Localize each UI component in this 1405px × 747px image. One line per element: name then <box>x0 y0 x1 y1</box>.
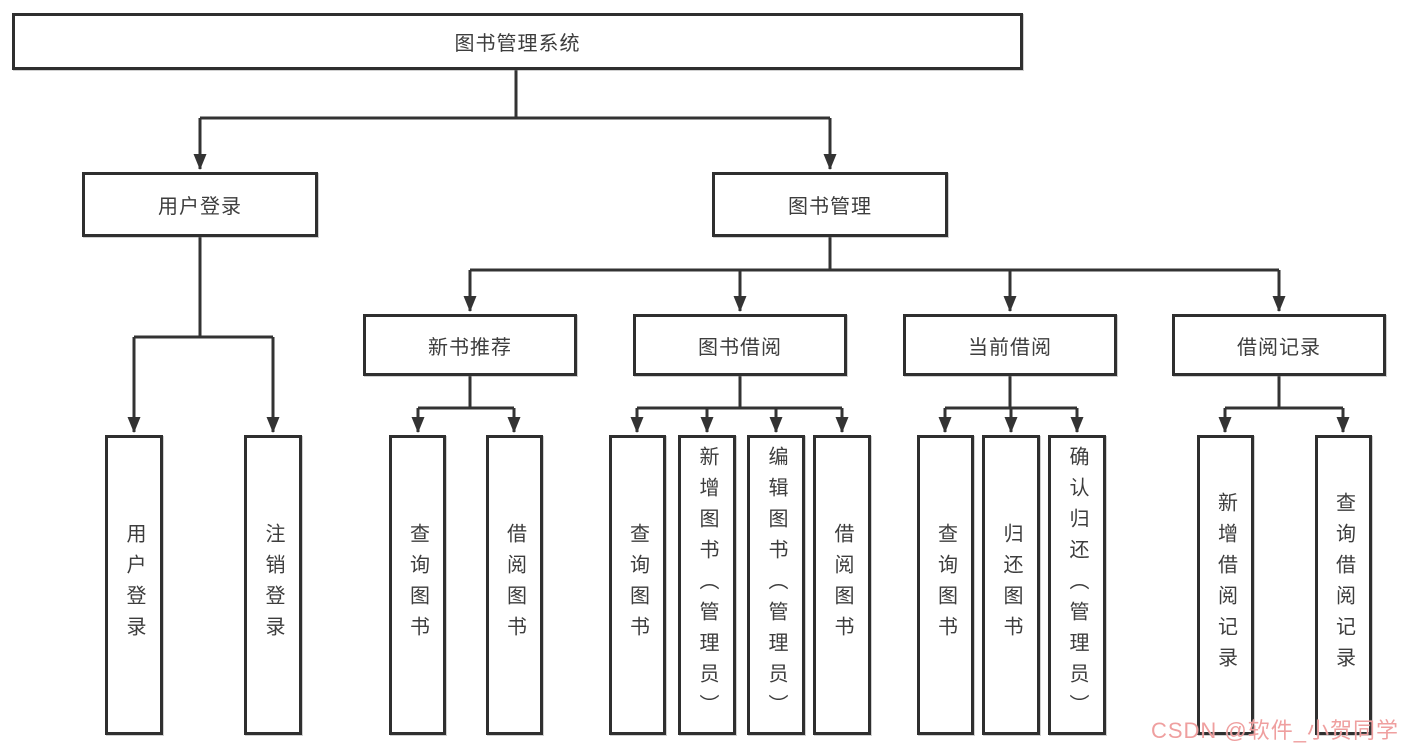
leaf-return-book-label: 归还图书 <box>1000 523 1022 647</box>
node-borrow-record: 借阅记录 <box>1172 314 1386 376</box>
node-root: 图书管理系统 <box>12 13 1023 70</box>
node-user-login: 用户登录 <box>82 172 318 237</box>
leaf-user-login: 用户登录 <box>105 435 163 735</box>
connector-new-book-spine <box>418 376 514 410</box>
leaf-borrow-book-1-label: 借阅图书 <box>503 523 526 647</box>
node-book-management-label: 图书管理 <box>788 196 872 218</box>
node-borrow-record-label: 借阅记录 <box>1237 336 1321 359</box>
node-current-borrow-label: 当前借阅 <box>968 336 1052 359</box>
leaf-add-borrow-record: 新增借阅记录 <box>1197 435 1254 735</box>
leaf-query-book-1-label: 查询图书 <box>406 523 429 647</box>
leaf-query-borrow-record-label: 查询借阅记录 <box>1332 492 1355 678</box>
leaf-add-book-admin-label: 新增图书（管理员） <box>696 445 718 725</box>
leaf-query-book-3-label: 查询图书 <box>934 523 957 647</box>
connector-book-borrow-spine <box>637 376 842 410</box>
leaf-user-login-label: 用户登录 <box>123 523 145 647</box>
node-book-borrow: 图书借阅 <box>633 314 847 376</box>
leaf-edit-book-admin-label: 编辑图书（管理员） <box>765 445 787 725</box>
leaf-borrow-book-2: 借阅图书 <box>813 435 871 735</box>
leaf-query-book-2: 查询图书 <box>609 435 666 735</box>
node-book-borrow-label: 图书借阅 <box>698 336 782 359</box>
node-user-login-label: 用户登录 <box>158 196 242 218</box>
node-book-management: 图书管理 <box>712 172 948 237</box>
node-root-label: 图书管理系统 <box>454 33 581 55</box>
leaf-add-borrow-record-label: 新增借阅记录 <box>1214 492 1237 678</box>
connector-user-login-spine <box>134 237 273 339</box>
leaf-edit-book-admin: 编辑图书（管理员） <box>747 435 805 735</box>
leaf-return-book: 归还图书 <box>982 435 1040 735</box>
leaf-logout: 注销登录 <box>244 435 302 735</box>
connector-root-spine <box>200 70 830 120</box>
node-new-book-recommend-label: 新书推荐 <box>428 336 512 359</box>
connector-book-management-spine <box>470 237 1279 272</box>
connector-borrow-record-spine <box>1225 376 1343 410</box>
node-current-borrow: 当前借阅 <box>903 314 1117 376</box>
leaf-add-book-admin: 新增图书（管理员） <box>678 435 736 735</box>
leaf-query-book-3: 查询图书 <box>917 435 974 735</box>
leaf-borrow-book-1: 借阅图书 <box>486 435 543 735</box>
connector-current-borrow-spine <box>945 376 1077 410</box>
leaf-borrow-book-2-label: 借阅图书 <box>831 523 853 647</box>
leaf-confirm-return-admin: 确认归还（管理员） <box>1048 435 1106 735</box>
leaf-confirm-return-admin-label: 确认归还（管理员） <box>1066 445 1088 725</box>
leaf-logout-label: 注销登录 <box>262 523 284 647</box>
node-new-book-recommend: 新书推荐 <box>363 314 577 376</box>
leaf-query-book-1: 查询图书 <box>389 435 446 735</box>
leaf-query-book-2-label: 查询图书 <box>626 523 649 647</box>
leaf-query-borrow-record: 查询借阅记录 <box>1315 435 1372 735</box>
csdn-watermark: CSDN @软件_小贺同学 <box>1150 718 1399 743</box>
